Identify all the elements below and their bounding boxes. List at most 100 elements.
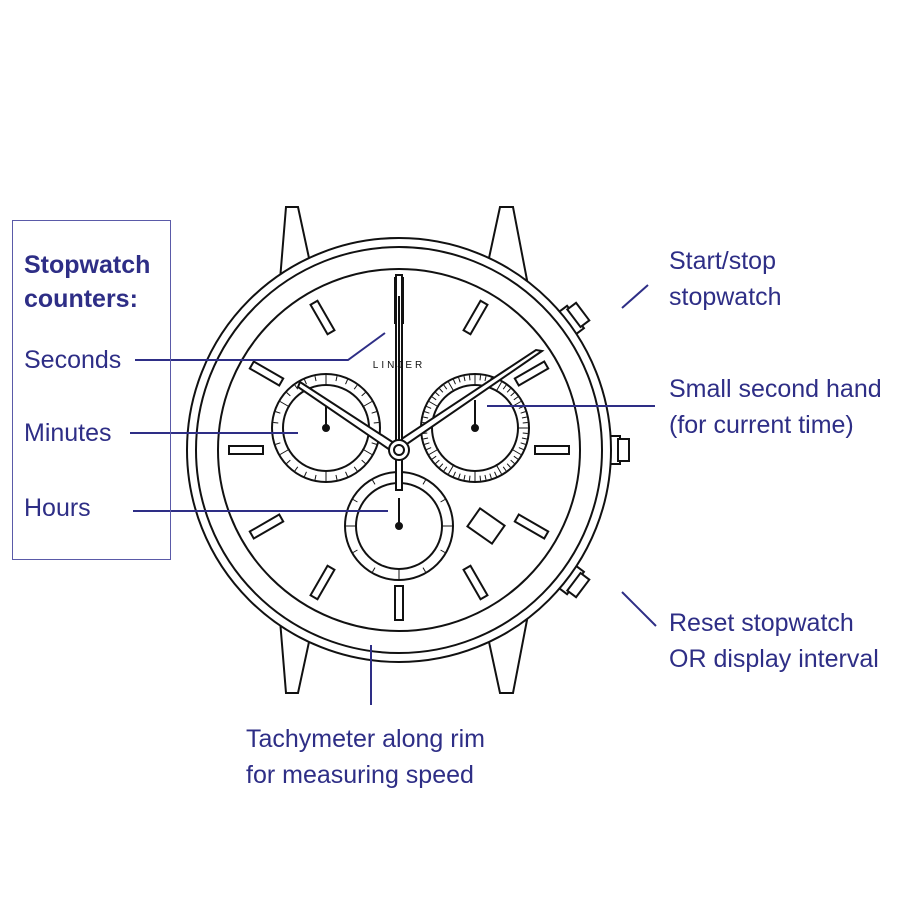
bezel-ring <box>195 246 603 654</box>
small-seconds-subdial-tick <box>522 421 528 424</box>
small-seconds-subdial-tick <box>448 381 455 392</box>
hours-subdial-tick <box>352 499 358 503</box>
hour-marker <box>248 513 285 540</box>
small-seconds-subdial-tick <box>495 381 502 392</box>
leader-seconds <box>135 332 386 361</box>
small-seconds-subdial-tick <box>463 474 466 480</box>
small-seconds-subdial-tick <box>448 464 455 475</box>
leader-start-stop <box>621 284 649 309</box>
small-seconds-subdial-tick <box>520 411 526 414</box>
minutes-subdial-tick <box>294 384 299 390</box>
small-seconds-subdial-tick <box>518 447 524 451</box>
small-seconds-subdial-tick <box>435 392 440 397</box>
small-seconds-subdial-tick <box>510 392 515 397</box>
brand-logo: LINJER <box>373 360 425 371</box>
minutes-subdial-tick <box>335 376 338 382</box>
small-seconds-subdial-tick <box>484 474 487 480</box>
minutes-subdial-tick <box>371 442 377 445</box>
minutes-subdial-tick <box>335 474 338 480</box>
hour-marker <box>228 445 264 455</box>
hour-marker <box>309 299 336 336</box>
label-tachymeter-2: for measuring speed <box>246 761 474 789</box>
hours-subdial-pivot <box>395 522 403 530</box>
minutes-subdial-tick <box>273 421 279 424</box>
small-seconds-subdial-tick <box>521 437 527 440</box>
small-seconds-subdial-tick <box>426 447 432 451</box>
legend-title-2: counters: <box>24 285 138 313</box>
label-small-second-1: Small second hand <box>669 375 882 403</box>
minutes-subdial-pivot <box>322 424 330 432</box>
minutes-subdial-tick <box>303 471 307 477</box>
small-seconds-subdial-tick <box>520 442 526 445</box>
small-seconds-subdial-tick <box>484 376 487 382</box>
minutes-subdial-tick <box>279 401 290 408</box>
label-hours: Hours <box>24 494 91 522</box>
small-seconds-subdial-tick <box>506 463 511 468</box>
small-seconds-subdial-tick <box>439 388 444 393</box>
hour-marker <box>534 445 570 455</box>
small-seconds-subdial-tick <box>452 379 456 385</box>
minutes-subdial-tick <box>371 411 377 414</box>
small-seconds-subdial-tick <box>428 448 439 455</box>
center-pin <box>393 444 405 456</box>
small-seconds-subdial-tick <box>521 416 527 419</box>
minutes-subdial-tick <box>361 392 366 397</box>
small-seconds-subdial-tick <box>522 432 528 435</box>
hours-subdial-tick <box>440 499 446 503</box>
small-seconds-subdial-tick <box>513 396 519 401</box>
minutes-subdial-tick <box>275 411 281 414</box>
leader-reset <box>621 591 657 627</box>
label-small-second-2: (for current time) <box>669 411 854 439</box>
minutes-subdial-tick <box>362 401 373 408</box>
hour-marker <box>309 564 336 601</box>
hour-marker <box>513 360 550 387</box>
hours-subdial-tick <box>422 479 426 485</box>
small-seconds-subdial-tick <box>468 475 471 481</box>
leader-lines <box>130 284 657 705</box>
small-seconds-subdial-tick <box>435 459 440 464</box>
small-seconds-subdial-tick <box>424 411 430 414</box>
hours-subdial-tick <box>372 567 376 573</box>
small-seconds-subdial-tick <box>443 384 448 390</box>
small-seconds-subdial-tick <box>439 463 444 468</box>
small-seconds-subdial-tick <box>463 376 466 382</box>
small-seconds-subdial-tick <box>494 471 498 477</box>
small-seconds-subdial-pivot <box>471 424 479 432</box>
small-seconds-subdial-tick <box>502 384 507 390</box>
minutes-subdial-tick <box>361 459 366 464</box>
small-seconds-subdial-tick <box>510 459 515 464</box>
minutes-subdial-tick <box>279 448 290 455</box>
small-seconds-subdial-tick <box>458 473 461 479</box>
minutes-subdial-tick <box>286 392 291 397</box>
small-seconds-subdial-tick <box>431 396 437 401</box>
hour-marker <box>462 564 489 601</box>
hour-marker <box>248 360 285 387</box>
small-seconds-subdial-tick <box>495 464 502 475</box>
minutes-subdial-tick <box>294 466 299 472</box>
small-seconds-subdial-tick <box>511 448 522 455</box>
small-seconds-subdial-tick <box>424 442 430 445</box>
minutes-subdial-tick <box>362 448 373 455</box>
hour-marker <box>394 585 404 621</box>
hours-subdial-tick <box>372 479 376 485</box>
small-seconds-subdial-tick <box>423 437 429 440</box>
label-start-stop-2: stopwatch <box>669 283 782 311</box>
dial <box>217 268 581 632</box>
small-seconds-subdial-tick <box>506 388 511 393</box>
small-seconds-subdial-tick <box>458 377 461 383</box>
label-minutes: Minutes <box>24 419 112 447</box>
small-seconds-subdial-tick <box>423 416 429 419</box>
minutes-subdial-tick <box>345 471 349 477</box>
small-seconds-subdial-tick <box>431 455 437 460</box>
hour-marker <box>462 299 489 336</box>
small-seconds-subdial-tick <box>452 471 456 477</box>
minutes-subdial-tick <box>353 466 358 472</box>
label-reset-2: OR display interval <box>669 645 879 673</box>
minutes-subdial-tick <box>286 459 291 464</box>
small-seconds-subdial-tick <box>428 401 439 408</box>
date-window <box>466 506 506 546</box>
small-seconds-subdial-tick <box>479 375 482 381</box>
legend-title-1: Stopwatch <box>24 251 151 279</box>
stopwatch-counters-legend <box>12 220 171 560</box>
